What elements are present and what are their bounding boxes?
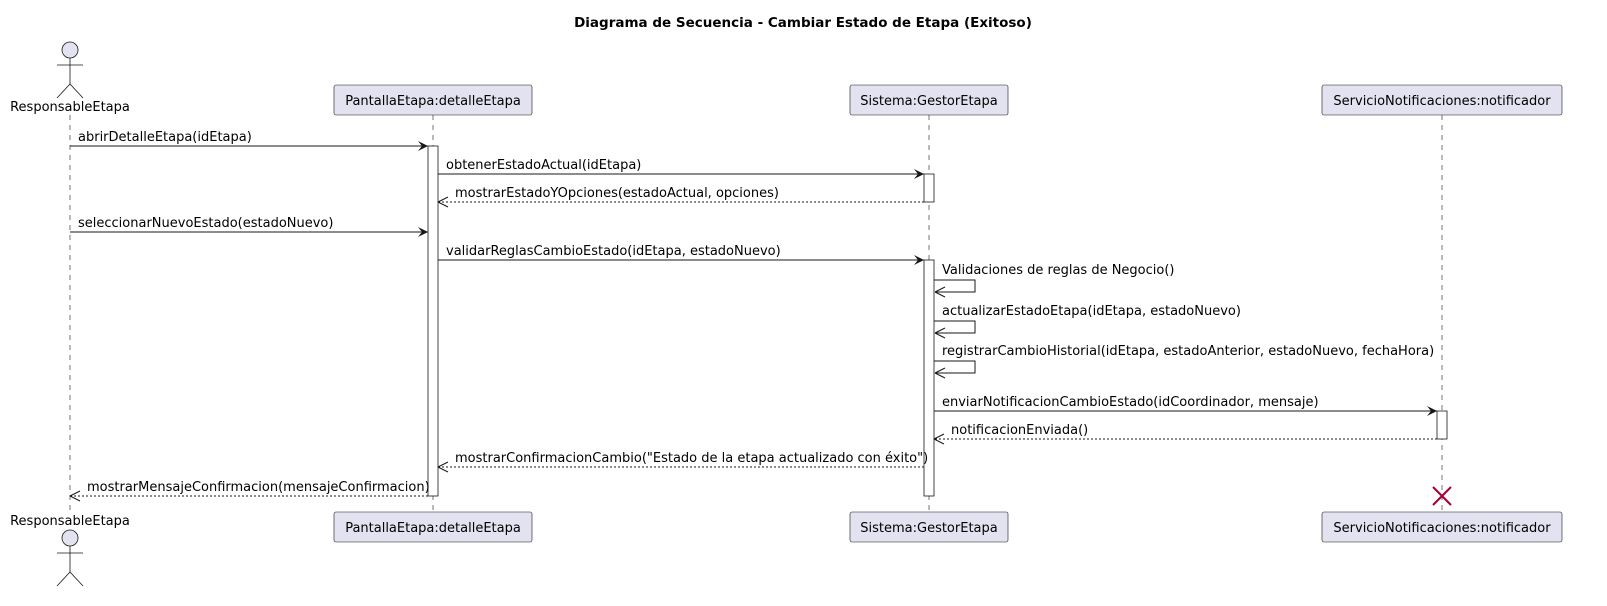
participant-box-sistema-bottom [849,511,1009,543]
participant-box-servicio-bottom [1321,511,1563,543]
participant-box-sistema-top [849,84,1009,116]
message-2: obtenerEstadoActual(idEtapa) [438,158,924,179]
diagram-title: Diagrama de Secuencia - Cambiar Estado d… [574,15,1032,31]
message-8: registrarCambioHistorial(idEtapa, estado… [934,344,1434,379]
message-11: mostrarConfirmacionCambio("Estado de la … [437,451,928,473]
message-label-10: notificacionEnviada() [951,423,1088,438]
participant-label-sistema-bottom: Sistema:GestorEtapa [860,521,997,536]
message-label-8: registrarCambioHistorial(idEtapa, estado… [942,344,1434,359]
message-label-7: actualizarEstadoEtapa(idEtapa, estadoNue… [942,304,1241,319]
message-12: mostrarMensajeConfirmacion(mensajeConfir… [69,480,430,502]
activation-bar-sistema-2 [923,259,935,497]
message-label-4: seleccionarNuevoEstado(estadoNuevo) [78,216,333,231]
participant-label-actor-bottom: ResponsableEtapa [10,514,130,529]
message-1: abrirDetalleEtapa(idEtapa) [70,130,428,151]
participant-box-pantalla-bottom [333,511,533,543]
message-label-3: mostrarEstadoYOpciones(estadoActual, opc… [455,186,779,201]
message-label-6: Validaciones de reglas de Negocio() [942,263,1175,278]
participant-label-servicio-bottom: ServicioNotificaciones:notificador [1333,521,1551,536]
message-3: mostrarEstadoYOpciones(estadoActual, opc… [437,186,924,208]
participant-box-pantalla-top [333,84,533,116]
participant-label-servicio-top: ServicioNotificaciones:notificador [1333,94,1551,109]
message-label-2: obtenerEstadoActual(idEtapa) [446,158,641,173]
message-4: seleccionarNuevoEstado(estadoNuevo) [70,216,428,237]
participant-box-servicio-top [1321,84,1563,116]
activation-bar-pantalla-1 [427,145,439,497]
activation-bar-sistema-1 [923,173,935,203]
message-label-11: mostrarConfirmacionCambio("Estado de la … [455,451,928,466]
message-5: validarReglasCambioEstado(idEtapa, estad… [438,244,924,265]
actor-figure-top [56,41,84,99]
message-label-1: abrirDetalleEtapa(idEtapa) [78,130,252,145]
actor-figure-bottom [56,529,84,587]
message-7: actualizarEstadoEtapa(idEtapa, estadoNue… [934,304,1241,339]
message-9: enviarNotificacionCambioEstado(idCoordin… [934,395,1437,416]
participant-label-pantalla-bottom: PantallaEtapa:detalleEtapa [345,521,521,536]
message-label-9: enviarNotificacionCambioEstado(idCoordin… [942,395,1319,410]
message-label-12: mostrarMensajeConfirmacion(mensajeConfir… [87,480,430,495]
message-6: Validaciones de reglas de Negocio() [934,263,1175,298]
activation-bar-servicio-1 [1436,410,1448,440]
participant-label-actor-top: ResponsableEtapa [10,100,130,115]
message-10: notificacionEnviada() [933,423,1437,445]
destroy-marker-icon [1432,486,1452,506]
message-label-5: validarReglasCambioEstado(idEtapa, estad… [446,244,781,259]
participant-label-sistema-top: Sistema:GestorEtapa [860,94,997,109]
participant-label-pantalla-top: PantallaEtapa:detalleEtapa [345,94,521,109]
